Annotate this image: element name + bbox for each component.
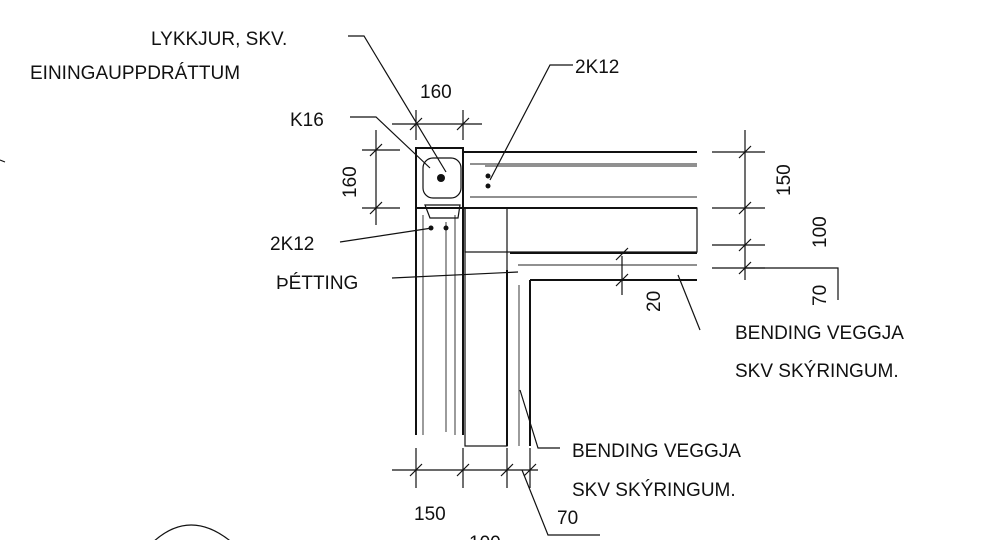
label-top-rebar: 2K12 <box>575 57 619 78</box>
label-loop-line2: EININGAUPPDRÁTTUM <box>30 63 240 84</box>
inner-leaf-vertical <box>506 270 531 446</box>
dim-right-70: 70 <box>810 285 831 306</box>
dimension-right-stack: 150 100 70 <box>712 130 839 306</box>
inner-leaf-horizontal <box>510 252 697 281</box>
dim-bottom-partial: 100 <box>469 533 501 540</box>
label-bending-bottom-line2: SKV SKÝRINGUM. <box>572 480 736 501</box>
label-k16: K16 <box>290 110 324 131</box>
dim-top-width: 160 <box>420 82 452 103</box>
label-loop-line1: LYKKJUR, SKV. <box>151 29 287 50</box>
dimension-top-160: 160 <box>392 82 482 140</box>
dimension-bottom: 150 70 100 <box>392 448 600 540</box>
insulation-layer <box>464 207 698 447</box>
label-bending-bottom-line1: BENDING VEGGJA <box>572 441 741 462</box>
callout-labels: LYKKJUR, SKV. EININGAUPPDRÁTTUM 2K12 K16… <box>30 29 904 501</box>
label-bending-right-line2: SKV SKÝRINGUM. <box>735 361 899 382</box>
dim-right-150: 150 <box>774 164 795 196</box>
dim-right-100: 100 <box>810 216 831 248</box>
dim-bottom-70: 70 <box>557 508 578 529</box>
left-edge-tick <box>0 159 6 163</box>
dimension-gap-20: 20 <box>615 247 665 312</box>
label-bending-right-line1: BENDING VEGGJA <box>735 323 904 344</box>
label-left-rebar: 2K12 <box>270 234 314 255</box>
outer-leaf-horizontal <box>463 151 697 209</box>
detail-circle-partial <box>154 524 230 540</box>
dimension-left-160: 160 <box>340 130 400 225</box>
dim-gap-20: 20 <box>644 291 665 312</box>
dim-bottom-150: 150 <box>414 504 446 525</box>
callout-leaders <box>339 35 701 449</box>
label-sealing: ÞÉTTING <box>276 273 358 294</box>
corner-column <box>415 147 491 231</box>
dim-left-height: 160 <box>340 166 361 198</box>
